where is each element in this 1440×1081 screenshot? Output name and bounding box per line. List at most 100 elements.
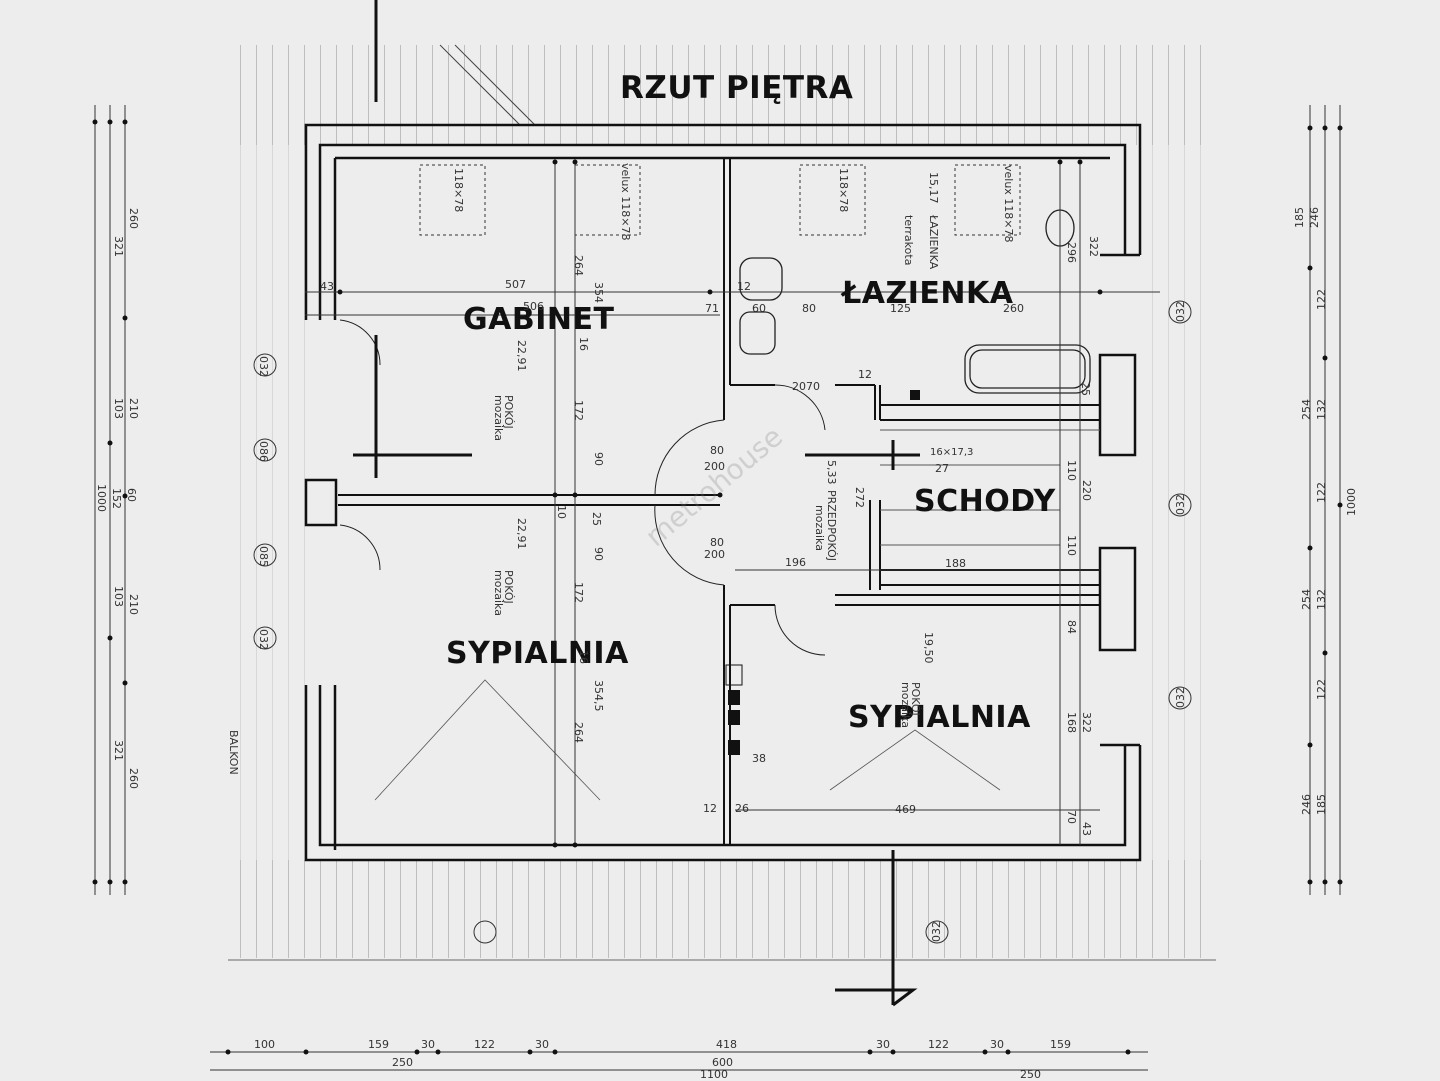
inner-dim: 70 <box>806 380 820 393</box>
note-balkon: BALKON <box>227 730 240 775</box>
inner-dim: 110 <box>1065 460 1078 481</box>
left-dim: 210 <box>127 398 140 419</box>
inner-dim: 264 <box>572 255 585 276</box>
inner-dim: 172 <box>572 400 585 421</box>
inner-dim: 12 <box>737 280 751 293</box>
right-dim: 254 <box>1300 589 1313 610</box>
inner-dim: 10 <box>555 505 568 519</box>
roof-triangles <box>374 679 1001 801</box>
inner-dim: 196 <box>785 556 806 569</box>
axis-marker: 032 <box>930 921 943 942</box>
note-przedpokoj-floor: mozaika <box>813 505 826 551</box>
right-dim: 254 <box>1300 399 1313 420</box>
inner-dim: 260 <box>1003 302 1024 315</box>
roof-hatch-bottom <box>228 860 1216 958</box>
inner-dim: 43 <box>1080 822 1093 836</box>
section-lines <box>353 0 920 1007</box>
bottom-dim: 30 <box>990 1038 1004 1051</box>
room-label-sypialnia-left: SYPIALNIA <box>446 636 629 671</box>
bottom-dim: 30 <box>876 1038 890 1051</box>
axis-marker: 032 <box>1174 494 1187 515</box>
inner-dim: 507 <box>505 278 526 291</box>
inner-dim: 322 <box>1080 712 1093 733</box>
note-velux-4: velux 118×78 <box>1002 165 1015 243</box>
right-dim: 122 <box>1315 679 1328 700</box>
room-label-sypialnia-right: SYPIALNIA <box>848 700 1031 735</box>
room-label-schody: SCHODY <box>914 484 1056 519</box>
axis-circles <box>253 300 1192 944</box>
roof-hatch-top <box>228 45 1216 145</box>
note-stairs: 16×17,3 <box>930 447 974 458</box>
inner-dim: 16 <box>577 650 590 664</box>
left-dim: 260 <box>127 768 140 789</box>
inner-dim: 506 <box>523 300 544 313</box>
bottom-dim: 122 <box>928 1038 949 1051</box>
bottom-dim-total: 250 <box>1020 1068 1041 1081</box>
right-dim: 132 <box>1315 399 1328 420</box>
inner-dim: 125 <box>890 302 911 315</box>
note-lazienka-type: ŁAZIENKA <box>927 215 940 270</box>
left-dim: 103 <box>112 398 125 419</box>
inner-dim: 272 <box>853 487 866 508</box>
inner-dim: 90 <box>592 452 605 466</box>
inner-dim: 220 <box>1080 480 1093 501</box>
right-dim: 246 <box>1300 794 1313 815</box>
note-velux-2: velux 118×78 <box>619 163 632 241</box>
bottom-dim: 122 <box>474 1038 495 1051</box>
inner-dim: 90 <box>592 547 605 561</box>
bathroom-fixtures <box>739 209 1091 394</box>
inner-dim: 296 <box>1065 242 1078 263</box>
inner-dim: 172 <box>572 582 585 603</box>
inner-dim: 188 <box>945 557 966 570</box>
inner-dim: 322 <box>1087 236 1100 257</box>
inner-dim: 20 <box>792 380 806 393</box>
bottom-dim-total: 600 <box>712 1056 733 1069</box>
note-przedpokoj-area: 5,33 <box>825 460 838 485</box>
bottom-dim-total: 1100 <box>700 1068 728 1081</box>
bottom-dim: 159 <box>368 1038 389 1051</box>
inner-dim: 25 <box>1079 382 1092 396</box>
outer-walls <box>304 123 1142 862</box>
inner-dim: 38 <box>752 752 766 765</box>
left-dim: 103 <box>112 586 125 607</box>
note-gabinet-area: 22,91 <box>515 340 528 372</box>
bottom-dim: 30 <box>421 1038 435 1051</box>
axis-marker: 032 <box>257 629 270 650</box>
room-label-lazienka: ŁAZIENKA <box>842 276 1014 311</box>
inner-dim: 354 <box>592 282 605 303</box>
interior-walls <box>338 158 1100 845</box>
note-sypialnia-left-area: 22,91 <box>515 518 528 550</box>
inner-dim: 26 <box>735 802 749 815</box>
note-velux-1: 118×78 <box>452 168 465 213</box>
axis-marker: 032 <box>1174 687 1187 708</box>
roof-hatch-right <box>1140 145 1216 860</box>
inner-dim: 80 <box>710 536 724 549</box>
left-dim: 1000 <box>95 484 108 512</box>
inner-dim: 469 <box>895 803 916 816</box>
inner-dim: 80 <box>710 444 724 457</box>
note-sypialnia-right-floor: mozaika <box>899 682 912 728</box>
left-dim: 152 <box>110 488 123 509</box>
chimney <box>725 390 920 755</box>
inner-dim: 168 <box>1065 712 1078 733</box>
right-dim: 185 <box>1315 794 1328 815</box>
note-velux-3: 118×78 <box>837 168 850 213</box>
inner-dim: 43 <box>320 280 334 293</box>
stairs <box>880 429 1100 546</box>
inner-dim: 12 <box>703 802 717 815</box>
bottom-dim: 418 <box>716 1038 737 1051</box>
inner-dim: 354,5 <box>592 680 605 712</box>
bottom-dim: 159 <box>1050 1038 1071 1051</box>
right-dim: 1000 <box>1345 488 1358 516</box>
room-label-gabinet: GABINET <box>463 302 615 337</box>
door-swings <box>339 319 826 656</box>
right-dim: 122 <box>1315 482 1328 503</box>
axis-marker: 086 <box>257 441 270 462</box>
inner-dim: 80 <box>802 302 816 315</box>
right-dim: 122 <box>1315 289 1328 310</box>
inner-dim: 200 <box>704 460 725 473</box>
bottom-dim: 30 <box>535 1038 549 1051</box>
axis-marker: 085 <box>257 546 270 567</box>
left-dim: 321 <box>112 236 125 257</box>
